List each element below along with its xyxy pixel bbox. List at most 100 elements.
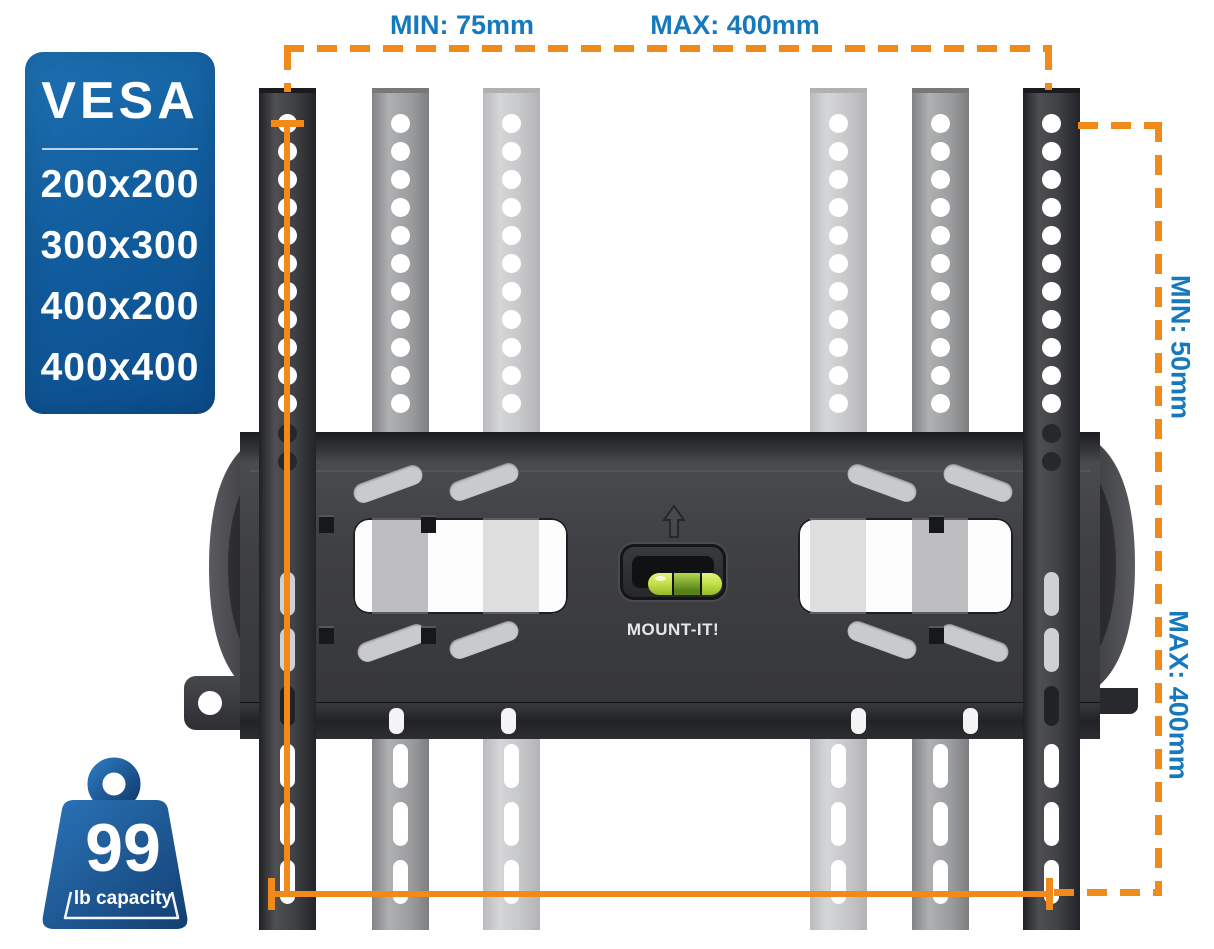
rail-slot	[1044, 802, 1059, 846]
rail-hole	[931, 197, 950, 217]
rail-hole	[931, 113, 950, 133]
rail-hole	[829, 337, 848, 357]
dim-tick	[271, 120, 304, 127]
vesa-size-item: 300x300	[40, 224, 200, 267]
rail-hole	[1042, 141, 1061, 161]
rail-hole	[391, 141, 410, 161]
rail-hole	[1042, 197, 1061, 217]
rail-hole	[391, 281, 410, 301]
dim-line-left-vertical	[284, 124, 290, 894]
rail-hole	[931, 253, 950, 273]
rail-hole	[391, 197, 410, 217]
rail-hole	[1042, 281, 1061, 301]
kettlebell-ring	[87, 757, 141, 811]
dim-label-top-min: MIN: 75mm	[389, 10, 535, 40]
rail-hole	[502, 197, 521, 217]
rail-hole	[502, 141, 521, 161]
rail-hole	[829, 365, 848, 385]
rail-hole	[829, 169, 848, 189]
bubble-level-bubble	[672, 573, 702, 595]
rail-slot	[504, 860, 519, 904]
rail-hole	[829, 393, 848, 413]
rail-slot	[933, 744, 948, 788]
rail-hole	[502, 281, 521, 301]
rail-hole	[502, 113, 521, 133]
rail-hole	[502, 393, 521, 413]
rail-slot	[393, 744, 408, 788]
rail-slot	[831, 860, 846, 904]
rail-hole	[502, 253, 521, 273]
rail-hole	[391, 365, 410, 385]
dim-line-top-left-drop	[284, 50, 291, 92]
wall-plate-ridge	[250, 470, 1090, 472]
rail-hole	[931, 393, 950, 413]
vesa-divider	[42, 148, 198, 150]
brand-logo: MOUNT-IT!	[626, 620, 720, 639]
rail-hole	[391, 169, 410, 189]
clip-tab	[929, 626, 944, 644]
mount-rail-black-right	[1023, 88, 1080, 930]
dim-line-bottom-right	[1054, 889, 1162, 896]
rail-hole	[1042, 393, 1061, 413]
capacity-unit: lb capacity	[73, 888, 173, 909]
rail-hole	[1042, 337, 1061, 357]
bubble-level	[620, 544, 726, 600]
rail-hole	[391, 337, 410, 357]
rail-slot	[1044, 572, 1059, 616]
rail-hole	[502, 337, 521, 357]
rail-hole	[502, 225, 521, 245]
rail-slot	[831, 802, 846, 846]
vesa-size-item: 200x200	[40, 163, 200, 206]
rail-slot	[933, 860, 948, 904]
dim-label-side-min: MIN: 50mm	[1165, 274, 1196, 420]
rail-hole	[829, 141, 848, 161]
ear-screw-hole	[198, 691, 222, 715]
clip-tab	[421, 515, 436, 533]
weight-capacity-icon	[42, 757, 188, 929]
clip-tab	[421, 626, 436, 644]
rail-hole	[931, 225, 950, 245]
wall-plate-bottom-lip	[240, 702, 1100, 739]
vesa-spec-panel: VESA 200x200 300x300 400x200 400x400	[25, 52, 215, 414]
rail-hole	[829, 225, 848, 245]
rail-hole	[391, 113, 410, 133]
dim-line-top	[284, 45, 1052, 52]
rail-slot	[504, 744, 519, 788]
wall-plate-top-lip	[240, 432, 1100, 463]
lip-slot	[851, 708, 866, 734]
rail-hole	[931, 169, 950, 189]
rail-hole	[391, 393, 410, 413]
rail-hole	[1042, 169, 1061, 189]
rail-slot	[393, 860, 408, 904]
lip-slot	[963, 708, 978, 734]
capacity-value: 99	[85, 810, 161, 886]
vesa-size-item: 400x400	[40, 346, 200, 389]
vesa-size-item: 400x200	[40, 285, 200, 328]
clip-tab	[319, 626, 334, 644]
rail-hole	[829, 197, 848, 217]
ghost-strip	[372, 518, 428, 614]
rail-hole	[1042, 309, 1061, 329]
rail-hole	[829, 113, 848, 133]
rail-hole	[1042, 113, 1061, 133]
rail-hole	[829, 253, 848, 273]
ghost-strip	[483, 518, 539, 614]
rail-hole	[1042, 253, 1061, 273]
rail-hole	[931, 141, 950, 161]
clip-tab	[319, 515, 334, 533]
rail-hole	[931, 365, 950, 385]
rail-hole	[931, 309, 950, 329]
rail-slot	[504, 802, 519, 846]
rail-hole	[1042, 451, 1061, 471]
dim-line-right-vertical	[1155, 122, 1162, 896]
bubble-level-vial	[648, 573, 722, 595]
ghost-strip	[810, 518, 866, 614]
rail-hole	[1042, 365, 1061, 385]
rail-hole	[829, 309, 848, 329]
rail-hole	[502, 169, 521, 189]
dim-tick	[1046, 878, 1053, 910]
bubble-level-glint	[655, 576, 666, 581]
dim-tick	[268, 878, 275, 910]
dim-line-bottom	[273, 891, 1050, 897]
